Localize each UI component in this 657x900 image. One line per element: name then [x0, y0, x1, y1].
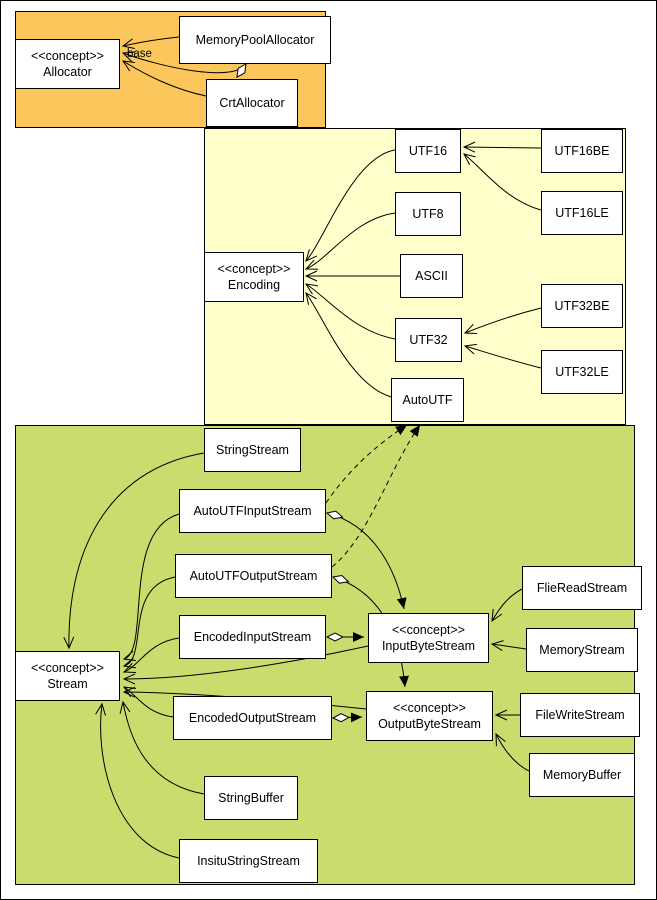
- node-output-byte-stream-concept: <<concept>> OutputByteStream: [366, 691, 493, 741]
- node-utf32le: UTF32LE: [541, 350, 623, 394]
- node-utf8: UTF8: [395, 192, 461, 236]
- node-encoded-output-stream: EncodedOutputStream: [173, 696, 332, 740]
- node-utf16le: UTF16LE: [541, 191, 623, 235]
- node-encoded-input-stream: EncodedInputStream: [179, 615, 326, 659]
- node-utf32: UTF32: [395, 318, 462, 362]
- node-input-byte-stream-concept: <<concept>> InputByteStream: [368, 613, 489, 663]
- node-utf16: UTF16: [395, 129, 461, 173]
- node-file-write-stream: FileWriteStream: [520, 693, 640, 737]
- node-string-buffer: StringBuffer: [204, 776, 298, 820]
- node-allocator-concept: <<concept>> Allocator: [15, 39, 120, 89]
- node-memory-stream: MemoryStream: [526, 628, 638, 672]
- node-auto-utf-input-stream: AutoUTFInputStream: [179, 489, 326, 533]
- node-autoutf: AutoUTF: [391, 378, 464, 422]
- node-string-stream: StringStream: [204, 428, 301, 472]
- node-utf16be: UTF16BE: [541, 129, 623, 173]
- node-auto-utf-output-stream: AutoUTFOutputStream: [175, 554, 332, 598]
- node-utf32be: UTF32BE: [541, 284, 623, 328]
- edge-label-base: base: [127, 48, 152, 60]
- node-insitu-string-stream: InsituStringStream: [179, 839, 318, 883]
- node-encoding-concept: <<concept>> Encoding: [204, 252, 304, 302]
- node-crt-allocator: CrtAllocator: [206, 79, 298, 127]
- node-memory-pool-allocator: MemoryPoolAllocator: [179, 16, 331, 64]
- node-memory-buffer: MemoryBuffer: [529, 753, 635, 797]
- node-ascii: ASCII: [400, 254, 463, 298]
- node-flie-read-stream: FlieReadStream: [522, 566, 642, 610]
- node-stream-concept: <<concept>> Stream: [15, 651, 120, 701]
